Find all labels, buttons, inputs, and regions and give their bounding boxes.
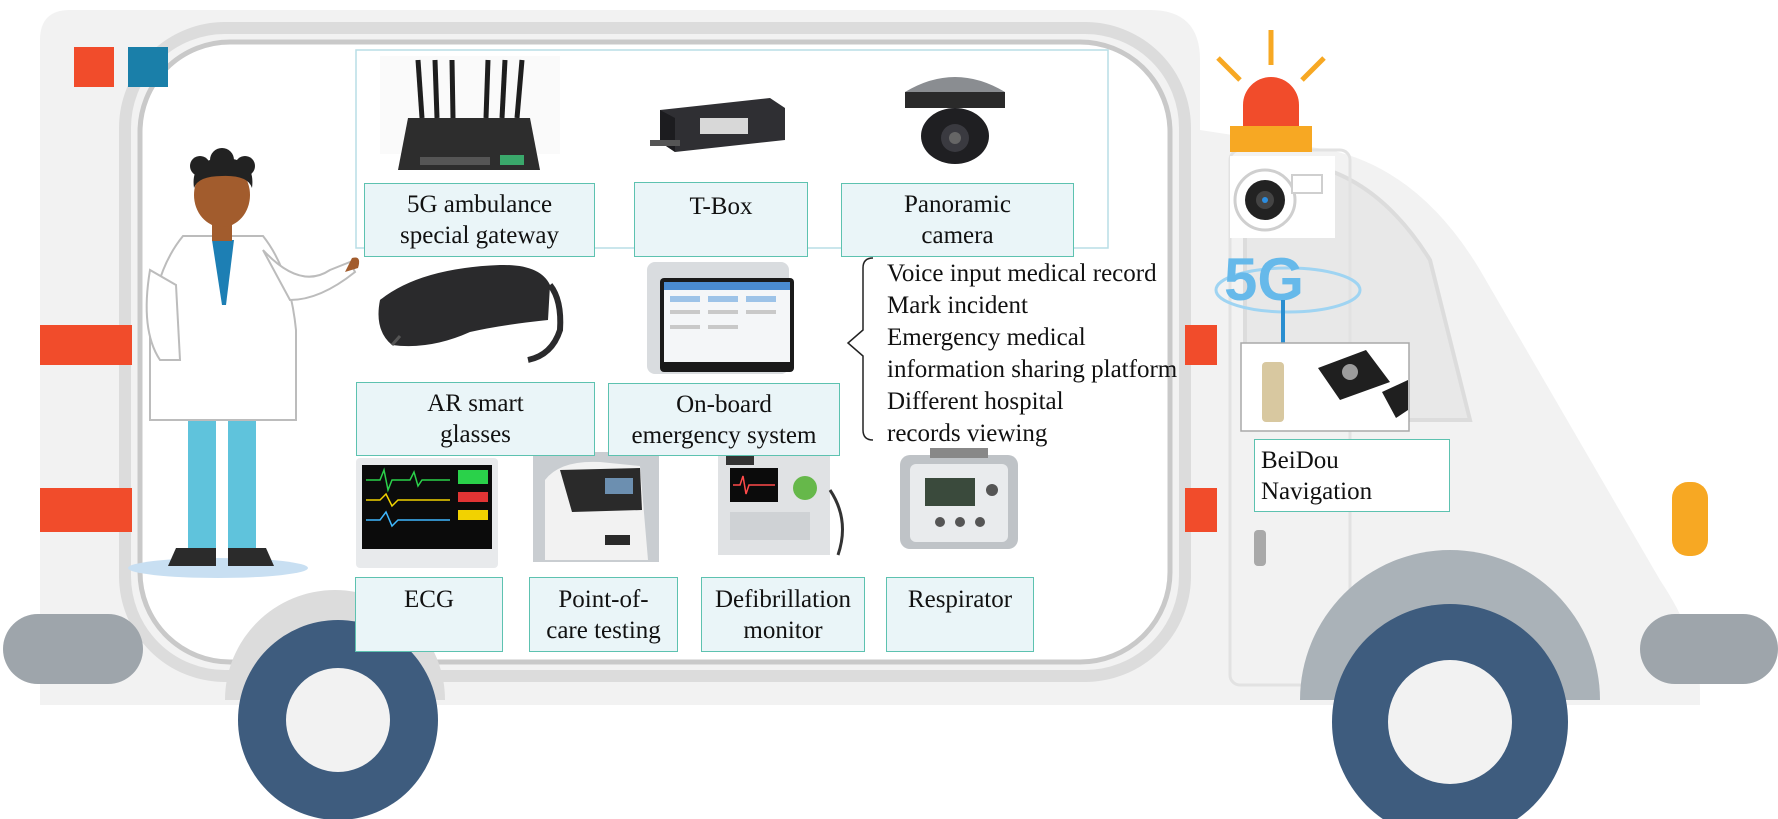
feature-item: Emergency medical bbox=[887, 324, 1086, 351]
router-icon bbox=[380, 56, 560, 170]
label-defib-line2: monitor bbox=[743, 616, 823, 644]
stripe-mid-2 bbox=[1185, 488, 1217, 532]
label-beidou-line2: Navigation bbox=[1261, 477, 1373, 505]
5g-glow bbox=[1214, 266, 1362, 314]
label-ecg: ECG bbox=[355, 577, 503, 652]
beacon-icon bbox=[1216, 30, 1326, 152]
rear-bumper bbox=[3, 614, 143, 684]
label-respirator: Respirator bbox=[886, 577, 1034, 652]
feature-item: Voice input medical record bbox=[887, 260, 1157, 287]
label-gateway-line2: special gateway bbox=[400, 222, 559, 249]
tbox-icon bbox=[650, 98, 785, 152]
front-hub bbox=[1388, 660, 1512, 784]
tablet-icon bbox=[647, 262, 794, 374]
feature-item: information sharing platform bbox=[887, 356, 1178, 383]
label-onboard-line1: On-board bbox=[676, 390, 772, 418]
stripe-left-1 bbox=[40, 325, 132, 365]
label-ar: AR smart glasses bbox=[356, 382, 595, 456]
label-panoramic-line1: Panoramic bbox=[904, 191, 1011, 218]
label-panoramic-line2: camera bbox=[921, 222, 994, 249]
label-gateway-line1: 5G ambulance bbox=[406, 191, 553, 218]
label-poct: Point-of- care testing bbox=[529, 577, 678, 652]
label-ar-line1: AR smart bbox=[427, 390, 524, 417]
label-defib: Defibrillation monitor bbox=[701, 577, 865, 652]
label-panoramic: Panoramic camera bbox=[841, 183, 1074, 257]
feature-item: Mark incident bbox=[887, 292, 1028, 319]
defibrillator-icon bbox=[718, 455, 844, 556]
label-tbox-text: T-Box bbox=[689, 193, 753, 220]
label-gateway: 5G ambulance special gateway bbox=[364, 183, 595, 257]
doctor-figure bbox=[128, 148, 360, 578]
label-onboard: On-board emergency system bbox=[608, 383, 840, 456]
tail-light bbox=[1672, 482, 1708, 556]
rear-hub bbox=[286, 668, 390, 772]
feature-item: records viewing bbox=[887, 420, 1048, 447]
label-ar-line2: glasses bbox=[440, 421, 511, 448]
respirator-icon bbox=[900, 448, 1018, 549]
ecg-monitor-icon bbox=[356, 458, 498, 568]
5g-badge: 5G bbox=[1224, 246, 1304, 313]
bullet-camera-icon bbox=[1230, 156, 1335, 238]
label-respirator-text: Respirator bbox=[907, 586, 1013, 613]
top-square-blue bbox=[128, 47, 168, 87]
dome-camera-icon bbox=[905, 77, 1005, 164]
label-defib-line1: Defibrillation bbox=[714, 585, 852, 613]
feature-bracket bbox=[846, 257, 874, 441]
label-onboard-line2: emergency system bbox=[631, 421, 817, 449]
ar-glasses-icon bbox=[378, 264, 564, 363]
top-square-red bbox=[74, 47, 114, 87]
door-handle bbox=[1254, 530, 1266, 566]
label-tbox: T-Box bbox=[634, 182, 808, 257]
label-poct-line1: Point-of- bbox=[558, 585, 649, 613]
label-poct-line2: care testing bbox=[546, 616, 661, 644]
onboard-feature-list: Voice input medical record Mark incident… bbox=[887, 258, 1177, 450]
stripe-mid-1 bbox=[1185, 325, 1217, 365]
label-ecg-text: ECG bbox=[404, 586, 454, 613]
stripe-left-2 bbox=[40, 488, 132, 532]
label-beidou-line1: BeiDou bbox=[1261, 446, 1339, 474]
label-beidou: BeiDou Navigation bbox=[1254, 439, 1450, 512]
front-bumper bbox=[1640, 614, 1778, 684]
poct-device-icon bbox=[533, 452, 659, 562]
gps-module-icon bbox=[1240, 342, 1410, 432]
feature-item: Different hospital bbox=[887, 388, 1064, 415]
